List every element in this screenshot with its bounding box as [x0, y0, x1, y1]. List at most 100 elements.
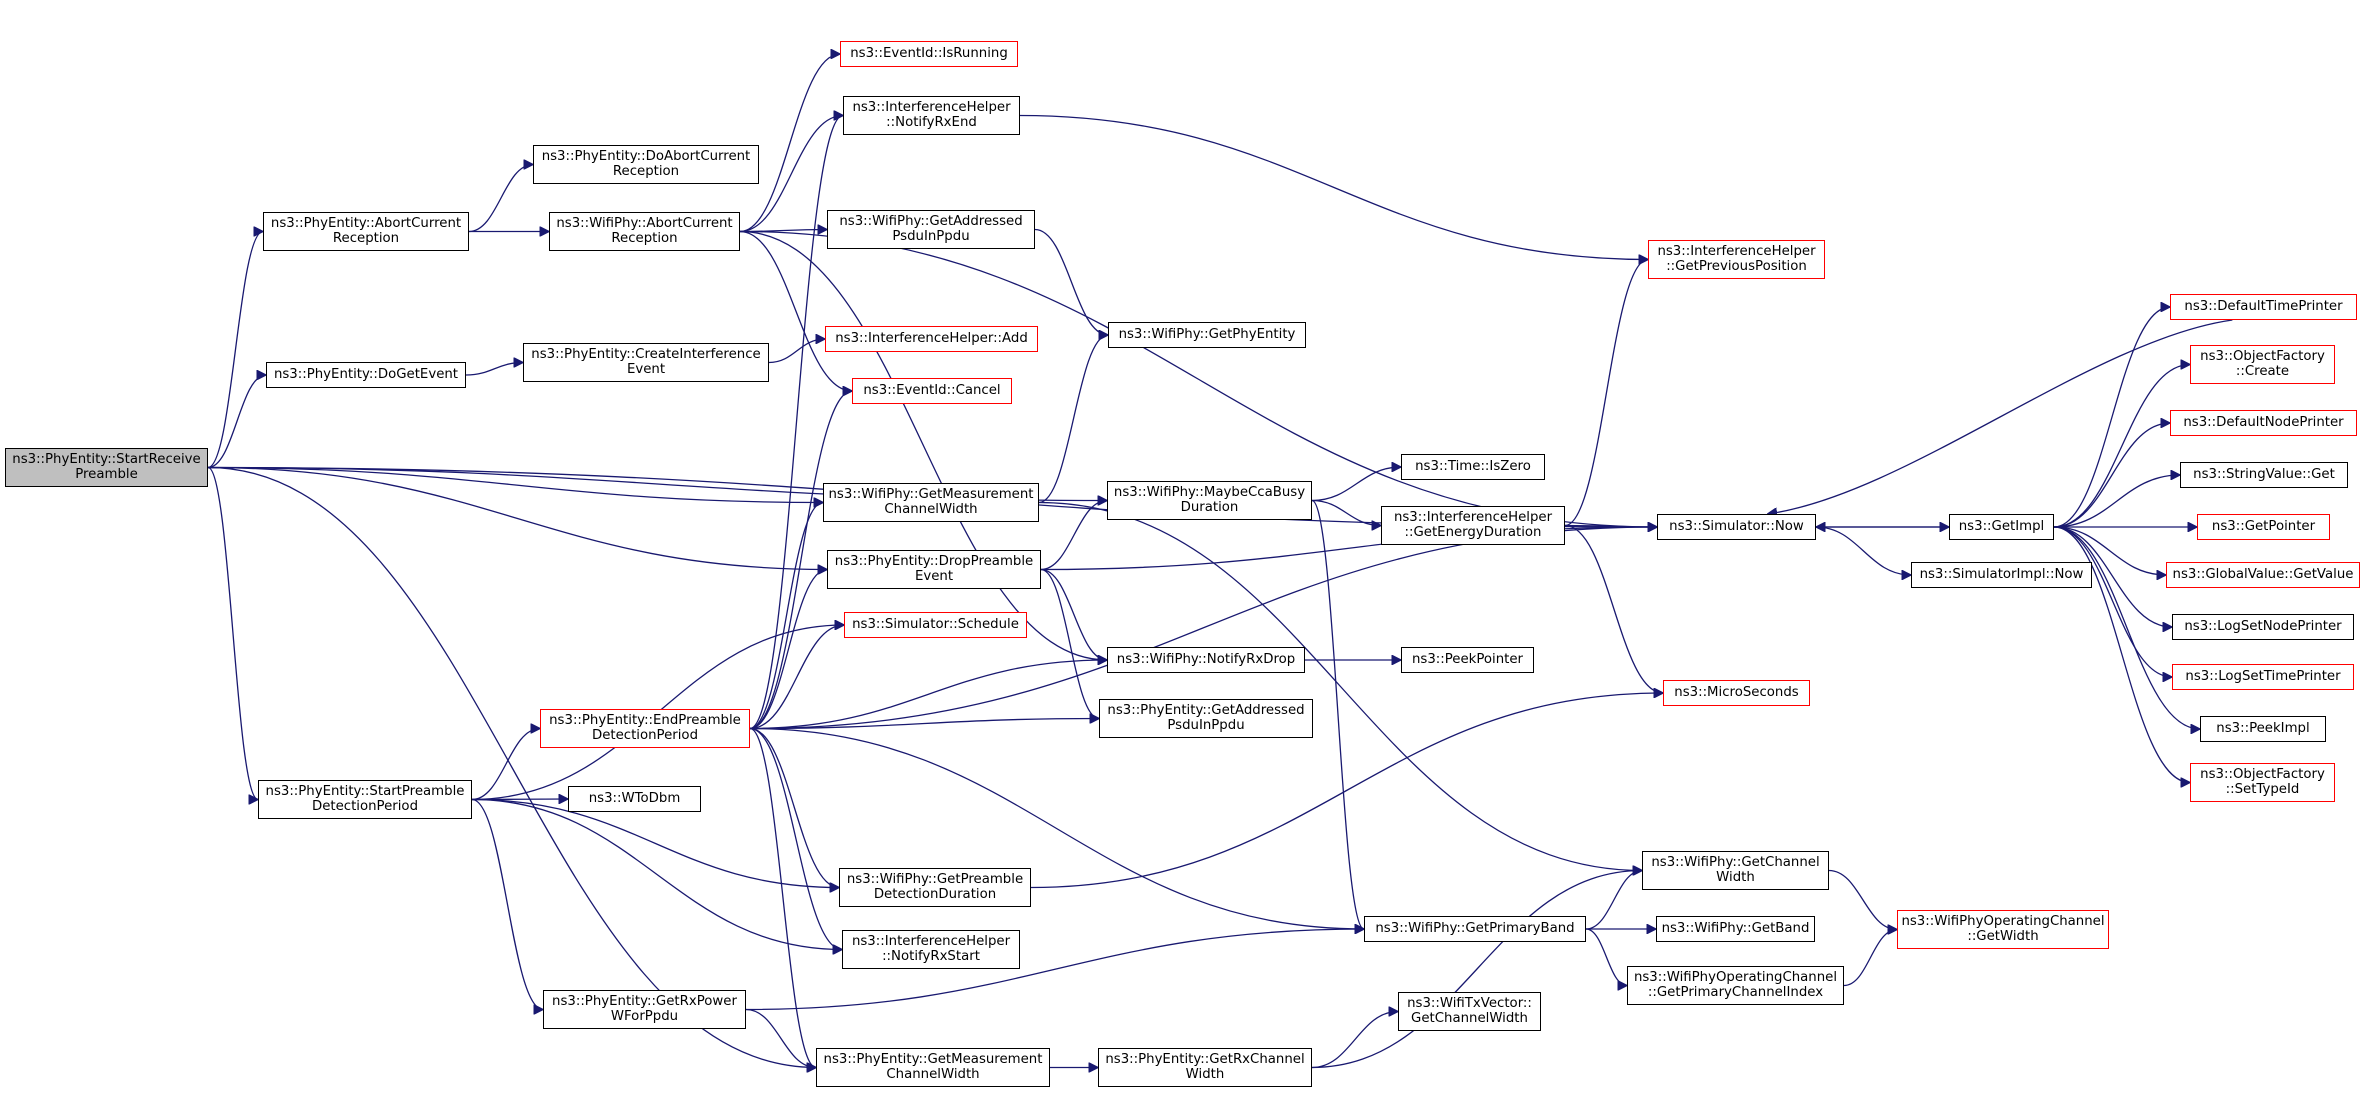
node-get-primary-ch-idx[interactable]: ns3::WifiPhyOperatingChannel ::GetPrimar… — [1627, 966, 1844, 1005]
edge-startReceive-to-startPreambleDet — [207, 466, 258, 800]
node-notify-rx-end[interactable]: ns3::InterferenceHelper ::NotifyRxEnd — [843, 96, 1020, 135]
node-end-preamble[interactable]: ns3::PhyEntity::EndPreamble DetectionPer… — [540, 709, 750, 748]
edge-maybeCca-to-getEnergy — [1311, 499, 1381, 526]
node-log-set-node[interactable]: ns3::LogSetNodePrinter — [2172, 614, 2354, 640]
node-do-get-event[interactable]: ns3::PhyEntity::DoGetEvent — [266, 362, 466, 388]
edge-getPrimaryChIdx-to-opChGetWidth — [1843, 930, 1897, 987]
node-get-phy-entity[interactable]: ns3::WifiPhy::GetPhyEntity — [1108, 322, 1306, 348]
edge-wifiAbort-to-eventIsRunning — [739, 54, 840, 233]
node-drop-preamble[interactable]: ns3::PhyEntity::DropPreamble Event — [827, 550, 1041, 589]
node-op-ch-get-width[interactable]: ns3::WifiPhyOperatingChannel ::GetWidth — [1897, 910, 2109, 949]
node-peek-impl[interactable]: ns3::PeekImpl — [2200, 716, 2326, 742]
node-sim-impl-now[interactable]: ns3::SimulatorImpl::Now — [1911, 562, 2092, 588]
edge-endPreamble-to-getPreambleDur — [749, 727, 839, 888]
node-log-set-time[interactable]: ns3::LogSetTimePrinter — [2172, 664, 2354, 690]
edge-startReceive-to-getMeasCW1 — [207, 466, 823, 503]
edge-getRxPower-to-getPrimaryBand — [745, 929, 1364, 1011]
edge-startReceive-to-getMeasCW2 — [207, 466, 816, 1068]
node-event-is-running[interactable]: ns3::EventId::IsRunning — [840, 41, 1018, 67]
edge-getEnergy-to-microSeconds — [1564, 524, 1663, 694]
edge-getImpl-to-globalValueGet — [2053, 526, 2166, 575]
node-def-time-printer[interactable]: ns3::DefaultTimePrinter — [2170, 294, 2357, 320]
node-tx-get-cw[interactable]: ns3::WifiTxVector:: GetChannelWidth — [1398, 992, 1541, 1031]
node-sim-schedule[interactable]: ns3::Simulator::Schedule — [844, 612, 1027, 638]
edge-endPreamble-to-getMeasCW1 — [749, 503, 823, 730]
node-get-prev-pos[interactable]: ns3::InterferenceHelper ::GetPreviousPos… — [1648, 240, 1825, 279]
node-micro-seconds[interactable]: ns3::MicroSeconds — [1663, 680, 1810, 706]
node-start-preamble-det[interactable]: ns3::PhyEntity::StartPreamble DetectionP… — [258, 780, 472, 819]
edge-wifiAbort-to-notifyRxEnd — [739, 116, 843, 233]
node-def-node-printer[interactable]: ns3::DefaultNodePrinter — [2170, 410, 2357, 436]
edge-getRxChWidth-to-getChannelWidth — [1311, 871, 1642, 1069]
node-get-rx-power[interactable]: ns3::PhyEntity::GetRxPower WForPpdu — [543, 990, 746, 1029]
edge-getImpl-to-defNodePrinter — [2053, 423, 2170, 528]
node-event-cancel[interactable]: ns3::EventId::Cancel — [852, 378, 1012, 404]
node-obj-fact-set-type-id[interactable]: ns3::ObjectFactory ::SetTypeId — [2190, 763, 2335, 802]
node-w-to-dbm[interactable]: ns3::WToDbm — [568, 786, 701, 812]
edge-endPreamble-to-notifyRxDrop — [749, 660, 1107, 730]
node-time-is-zero[interactable]: ns3::Time::IsZero — [1401, 454, 1545, 480]
edge-getPreambleDur-to-microSeconds — [1030, 693, 1663, 889]
node-sim-now[interactable]: ns3::Simulator::Now — [1657, 514, 1816, 540]
edge-simNow-to-simImplNow — [1815, 526, 1911, 575]
edge-doGetEvent-to-createInterf — [465, 363, 523, 376]
edge-getAddrPsdu1-to-getPhyEntity — [1034, 228, 1108, 336]
edge-startPreambleDet-to-getRxPower — [471, 798, 543, 1010]
edge-endPreamble-to-simSchedule — [749, 625, 844, 730]
edge-endPreamble-to-eventCancel — [749, 391, 852, 730]
node-get-meas-cw1[interactable]: ns3::WifiPhy::GetMeasurement ChannelWidt… — [823, 483, 1039, 522]
node-get-addr-psdu2[interactable]: ns3::PhyEntity::GetAddressed PsduInPpdu — [1099, 699, 1313, 738]
edge-startReceive-to-abortCurrent — [207, 232, 263, 469]
edge-abortCurrent-to-doAbort — [468, 165, 533, 233]
node-get-primary-band[interactable]: ns3::WifiPhy::GetPrimaryBand — [1364, 916, 1586, 942]
edge-startPreambleDet-to-endPreamble — [471, 729, 540, 801]
edge-createInterf-to-interfAdd — [768, 339, 825, 364]
edge-getImpl-to-defTimePrinter — [2053, 307, 2170, 528]
edge-startReceive-to-dropPreamble — [207, 466, 827, 570]
edge-getMeasCW1-to-getChannelWidth — [1038, 501, 1642, 871]
edge-getRxChWidth-to-txGetCW — [1311, 1012, 1398, 1069]
edge-notifyRxEnd-to-getPrevPos — [1019, 114, 1648, 260]
node-maybe-cca[interactable]: ns3::WifiPhy::MaybeCcaBusy Duration — [1107, 481, 1312, 520]
node-notify-rx-start[interactable]: ns3::InterferenceHelper ::NotifyRxStart — [842, 930, 1020, 969]
edge-startReceive-to-doGetEvent — [207, 375, 266, 469]
node-create-interf[interactable]: ns3::PhyEntity::CreateInterference Event — [523, 343, 769, 382]
node-interf-add[interactable]: ns3::InterferenceHelper::Add — [825, 326, 1038, 352]
node-get-meas-cw2[interactable]: ns3::PhyEntity::GetMeasurement ChannelWi… — [816, 1048, 1050, 1087]
edge-maybeCca-to-timeIsZero — [1311, 467, 1401, 502]
node-obj-fact-create[interactable]: ns3::ObjectFactory ::Create — [2190, 345, 2335, 384]
edge-endPreamble-to-notifyRxStart — [749, 727, 842, 950]
node-get-pointer[interactable]: ns3::GetPointer — [2197, 514, 2330, 540]
edge-endPreamble-to-dropPreamble — [749, 570, 827, 730]
edge-startPreambleDet-to-getPreambleDur — [471, 798, 839, 888]
edge-getImpl-to-objFactCreate — [2053, 365, 2190, 528]
node-do-abort[interactable]: ns3::PhyEntity::DoAbortCurrent Reception — [533, 145, 759, 184]
edge-getRxPower-to-getMeasCW2 — [745, 1008, 816, 1068]
node-get-energy[interactable]: ns3::InterferenceHelper ::GetEnergyDurat… — [1381, 506, 1565, 545]
node-get-preamble-dur[interactable]: ns3::WifiPhy::GetPreamble DetectionDurat… — [839, 868, 1031, 907]
node-get-impl[interactable]: ns3::GetImpl — [1949, 514, 2054, 540]
edge-dropPreamble-to-maybeCca — [1040, 501, 1107, 571]
edge-getPrimaryBand-to-getPrimaryChIdx — [1585, 928, 1627, 986]
edge-endPreamble-to-getAddrPsdu2 — [749, 719, 1099, 730]
node-start-receive: ns3::PhyEntity::StartReceive Preamble — [5, 448, 208, 487]
node-global-value-get[interactable]: ns3::GlobalValue::GetValue — [2166, 562, 2360, 588]
node-get-band[interactable]: ns3::WifiPhy::GetBand — [1656, 916, 1815, 942]
node-abort-current[interactable]: ns3::PhyEntity::AbortCurrent Reception — [263, 212, 469, 251]
edge-defTimePrinter-to-simNow — [1768, 319, 2233, 514]
node-peek-pointer[interactable]: ns3::PeekPointer — [1401, 647, 1534, 673]
node-get-addr-psdu1[interactable]: ns3::WifiPhy::GetAddressed PsduInPpdu — [827, 210, 1035, 249]
edge-getImpl-to-objFactSetTypeId — [2053, 526, 2190, 783]
node-notify-rx-drop[interactable]: ns3::WifiPhy::NotifyRxDrop — [1107, 647, 1305, 673]
node-wifi-abort[interactable]: ns3::WifiPhy::AbortCurrent Reception — [549, 212, 740, 251]
edge-startPreambleDet-to-notifyRxStart — [471, 798, 842, 950]
node-get-rx-ch-width[interactable]: ns3::PhyEntity::GetRxChannel Width — [1098, 1048, 1312, 1087]
edge-getMeasCW1-to-getPhyEntity — [1038, 335, 1108, 504]
edge-getImpl-to-logSetTime — [2053, 526, 2172, 677]
edge-dropPreamble-to-getAddrPsdu2 — [1040, 568, 1099, 719]
node-str-value-get[interactable]: ns3::StringValue::Get — [2180, 462, 2348, 488]
edge-getImpl-to-strValueGet — [2053, 475, 2180, 528]
edge-maybeCca-to-getPrimaryBand — [1311, 499, 1364, 930]
node-get-channel-width[interactable]: ns3::WifiPhy::GetChannel Width — [1642, 851, 1829, 890]
